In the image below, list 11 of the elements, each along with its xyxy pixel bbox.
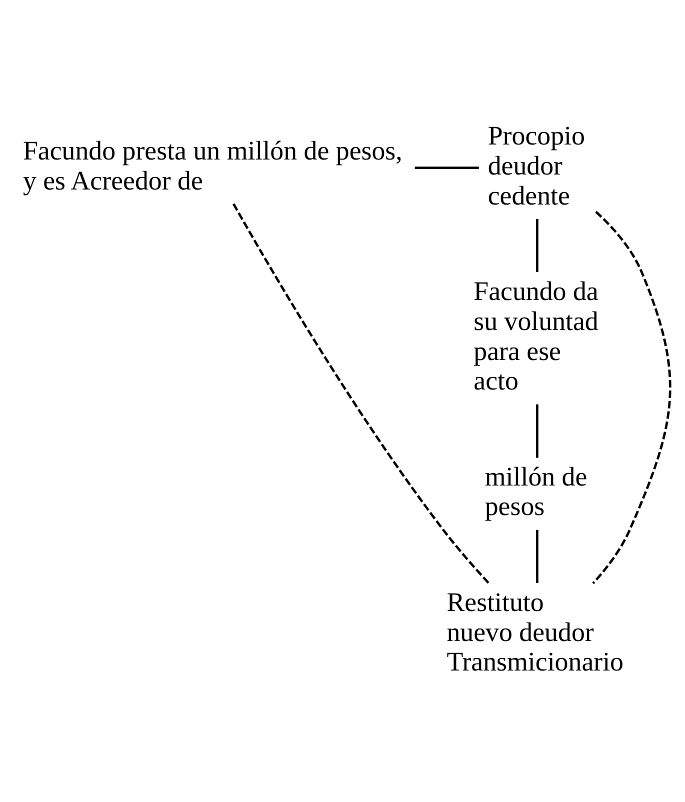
node-text: Procopio deudor cedente <box>488 120 585 210</box>
node-text: Facundo presta un millón de pesos, y es Acreedor de <box>22 135 402 196</box>
connector <box>536 219 538 272</box>
connector <box>232 203 490 584</box>
node-text: Restituto nuevo deudor Transmicionario <box>446 586 624 677</box>
node-text: millón de pesos <box>484 461 588 522</box>
connector <box>536 530 538 583</box>
connector <box>592 210 672 584</box>
connector <box>536 404 538 458</box>
connector <box>414 166 479 169</box>
node-text: Facundo da su voluntad para ese acto <box>474 276 598 396</box>
